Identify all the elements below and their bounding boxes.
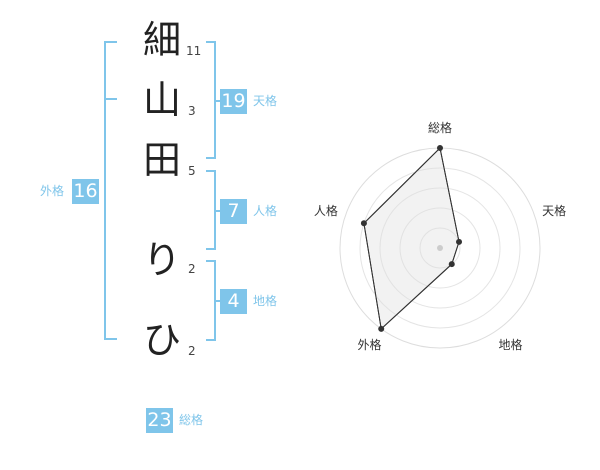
stroke-count-5: 2: [188, 344, 196, 358]
radar-axis-label: 総格: [428, 120, 452, 135]
radar-data-point: [360, 220, 367, 227]
soukaku-label: 総格: [179, 413, 204, 427]
jinkaku-label: 人格: [253, 204, 278, 218]
stroke-count-2: 3: [188, 104, 196, 118]
name-char-4: り: [142, 238, 181, 282]
radar-series-line: [363, 146, 460, 330]
radar-data-point: [437, 145, 443, 151]
radar-data-point: [456, 238, 463, 245]
soukaku-score-box: 23: [146, 408, 173, 433]
radar-axis-label: 天格: [542, 203, 566, 218]
name-char-1: 細: [142, 18, 181, 62]
radar-data-point: [448, 261, 455, 268]
radar-grid-ring: [399, 207, 481, 289]
tenkaku-label: 天格: [253, 94, 278, 108]
radar-grid-ring: [419, 227, 461, 269]
chikaku-score-box: 4: [220, 289, 247, 314]
stroke-count-4: 2: [188, 262, 196, 276]
radar-grid-ring: [379, 187, 501, 309]
radar-grid-ring: [359, 167, 521, 329]
tenkaku-score-box: 19: [220, 89, 247, 114]
name-char-3: 田: [142, 138, 181, 182]
radar-axis-label: 人格: [314, 203, 338, 218]
chikaku-label: 地格: [253, 294, 278, 308]
stroke-count-1: 11: [186, 44, 202, 58]
stroke-count-3: 5: [188, 164, 196, 178]
name-char-5: ひ: [142, 318, 181, 362]
radar-center-dot: [437, 245, 443, 251]
gaikaku-label: 外格: [40, 184, 65, 198]
radar-data-point: [378, 325, 385, 332]
name-char-2: 山: [142, 78, 181, 122]
jinkaku-score-box: 7: [220, 199, 247, 224]
radar-axis-label: 外格: [357, 337, 381, 352]
gaikaku-score-box: 16: [72, 179, 99, 204]
radar-axis-label: 地格: [499, 337, 523, 352]
